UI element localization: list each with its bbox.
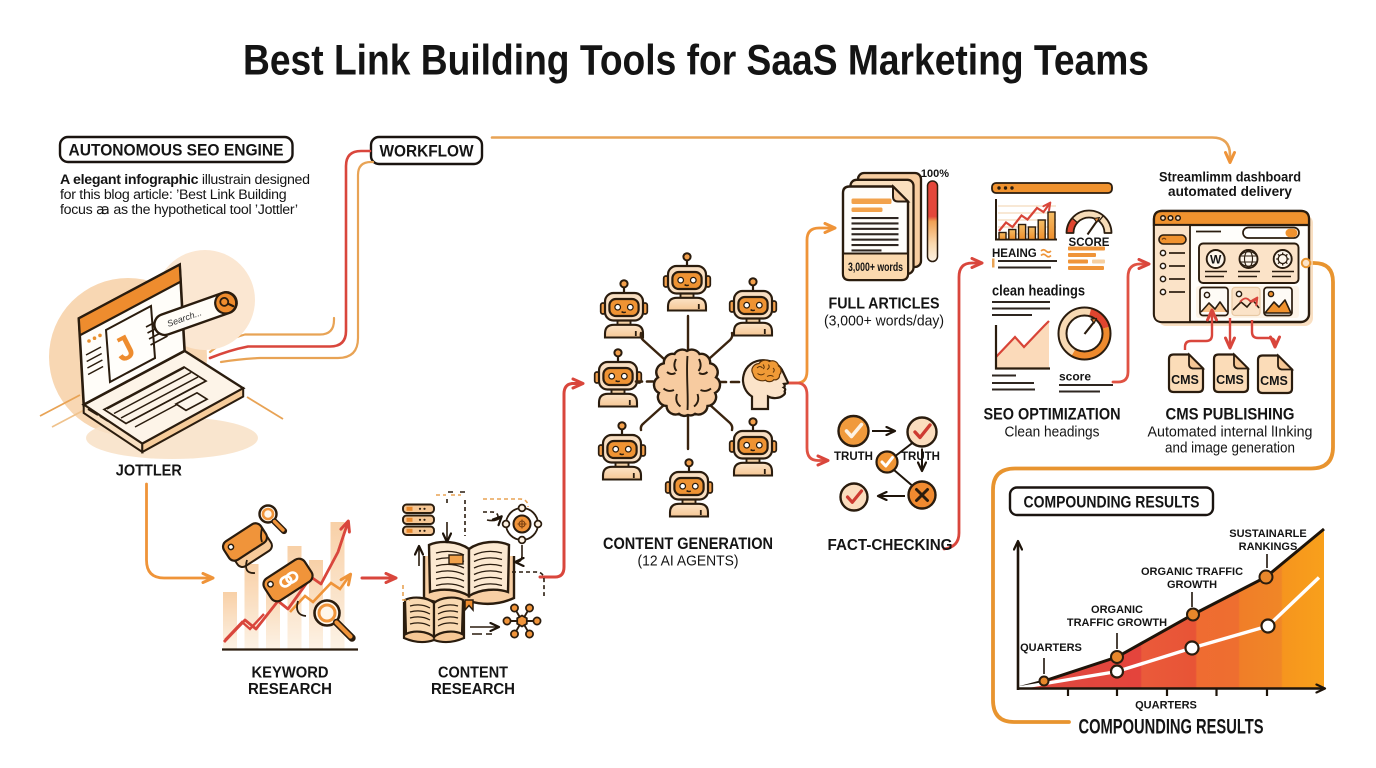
- svg-text:TRUTH: TRUTH: [834, 451, 873, 463]
- svg-text:score: score: [1059, 370, 1091, 384]
- svg-text:COMPOUNDING RESULTS: COMPOUNDING RESULTS: [1024, 493, 1200, 512]
- svg-text:AUTONOMOUS SEO ENGINE: AUTONOMOUS SEO ENGINE: [69, 141, 284, 160]
- svg-text:CONTENT GENERATION: CONTENT GENERATION: [603, 534, 773, 553]
- svg-text:and image generation: and image generation: [1165, 441, 1295, 457]
- svg-text:Streamlimm dashboard: Streamlimm dashboard: [1159, 170, 1301, 185]
- svg-text:CMS: CMS: [1171, 373, 1199, 387]
- svg-text:HEAING: HEAING: [992, 248, 1037, 260]
- svg-text:FULL ARTICLES: FULL ARTICLES: [829, 296, 940, 313]
- svg-text:3,000+ words: 3,000+ words: [848, 262, 903, 274]
- svg-text:TRAFFIC GROWTH: TRAFFIC GROWTH: [1067, 617, 1167, 629]
- svg-text:clean headings: clean headings: [992, 283, 1085, 300]
- svg-text:GROWTH: GROWTH: [1167, 579, 1217, 591]
- svg-text:focus ꜳ as the hypothetical to: focus ꜳ as the hypothetical tool ’Jottle…: [60, 202, 298, 218]
- svg-text:QUARTERS: QUARTERS: [1135, 700, 1197, 712]
- svg-text:100%: 100%: [921, 168, 949, 180]
- svg-text:JOTTLER: JOTTLER: [116, 463, 182, 480]
- svg-text:RESEARCH: RESEARCH: [248, 681, 332, 698]
- svg-text:SUSTAINARLE: SUSTAINARLE: [1229, 528, 1306, 540]
- svg-text:RANKINGS: RANKINGS: [1239, 541, 1298, 553]
- svg-text:CONTENT: CONTENT: [438, 665, 508, 682]
- svg-text:ORGANIC: ORGANIC: [1091, 604, 1143, 616]
- svg-text:KEYWORD: KEYWORD: [252, 665, 329, 682]
- svg-text:QUARTERS: QUARTERS: [1020, 642, 1082, 654]
- svg-text:CMS: CMS: [1216, 373, 1244, 387]
- svg-text:CMS: CMS: [1260, 374, 1288, 388]
- svg-text:SCORE: SCORE: [1069, 237, 1110, 249]
- svg-text:ORGANIC TRAFFIC: ORGANIC TRAFFIC: [1141, 566, 1243, 578]
- svg-text:automated delivery: automated delivery: [1168, 184, 1292, 199]
- svg-text:SEO OPTIMIZATION: SEO OPTIMIZATION: [984, 405, 1121, 424]
- svg-text:CMS PUBLISHING: CMS PUBLISHING: [1166, 405, 1295, 424]
- svg-text:Best Link Building Tools for S: Best Link Building Tools for SaaS Market…: [243, 37, 1149, 85]
- svg-text:Clean headings: Clean headings: [1005, 425, 1100, 441]
- svg-text:for thiѕ blog article: ’Best L: for thiѕ blog article: ’Best Link Buildi…: [60, 187, 286, 203]
- svg-text:COMPOUNDING RESULTS: COMPOUNDING RESULTS: [1079, 716, 1264, 739]
- svg-text:(12 AI AGENTS): (12 AI AGENTS): [638, 554, 739, 570]
- svg-text:WORKFLOW: WORKFLOW: [380, 142, 475, 161]
- svg-text:RESEARCH: RESEARCH: [431, 681, 515, 698]
- svg-text:A elegant infographic illustra: A elegant infographic illustrain designe…: [60, 172, 310, 188]
- svg-text:TRUTH: TRUTH: [901, 451, 940, 463]
- svg-text:W: W: [1210, 253, 1222, 267]
- svg-text:(3,000+ words/day): (3,000+ words/day): [824, 314, 944, 330]
- svg-text:FACT-CHECKING: FACT-CHECKING: [828, 537, 953, 554]
- svg-text:Automated internal lInking: Automated internal lInking: [1148, 425, 1313, 441]
